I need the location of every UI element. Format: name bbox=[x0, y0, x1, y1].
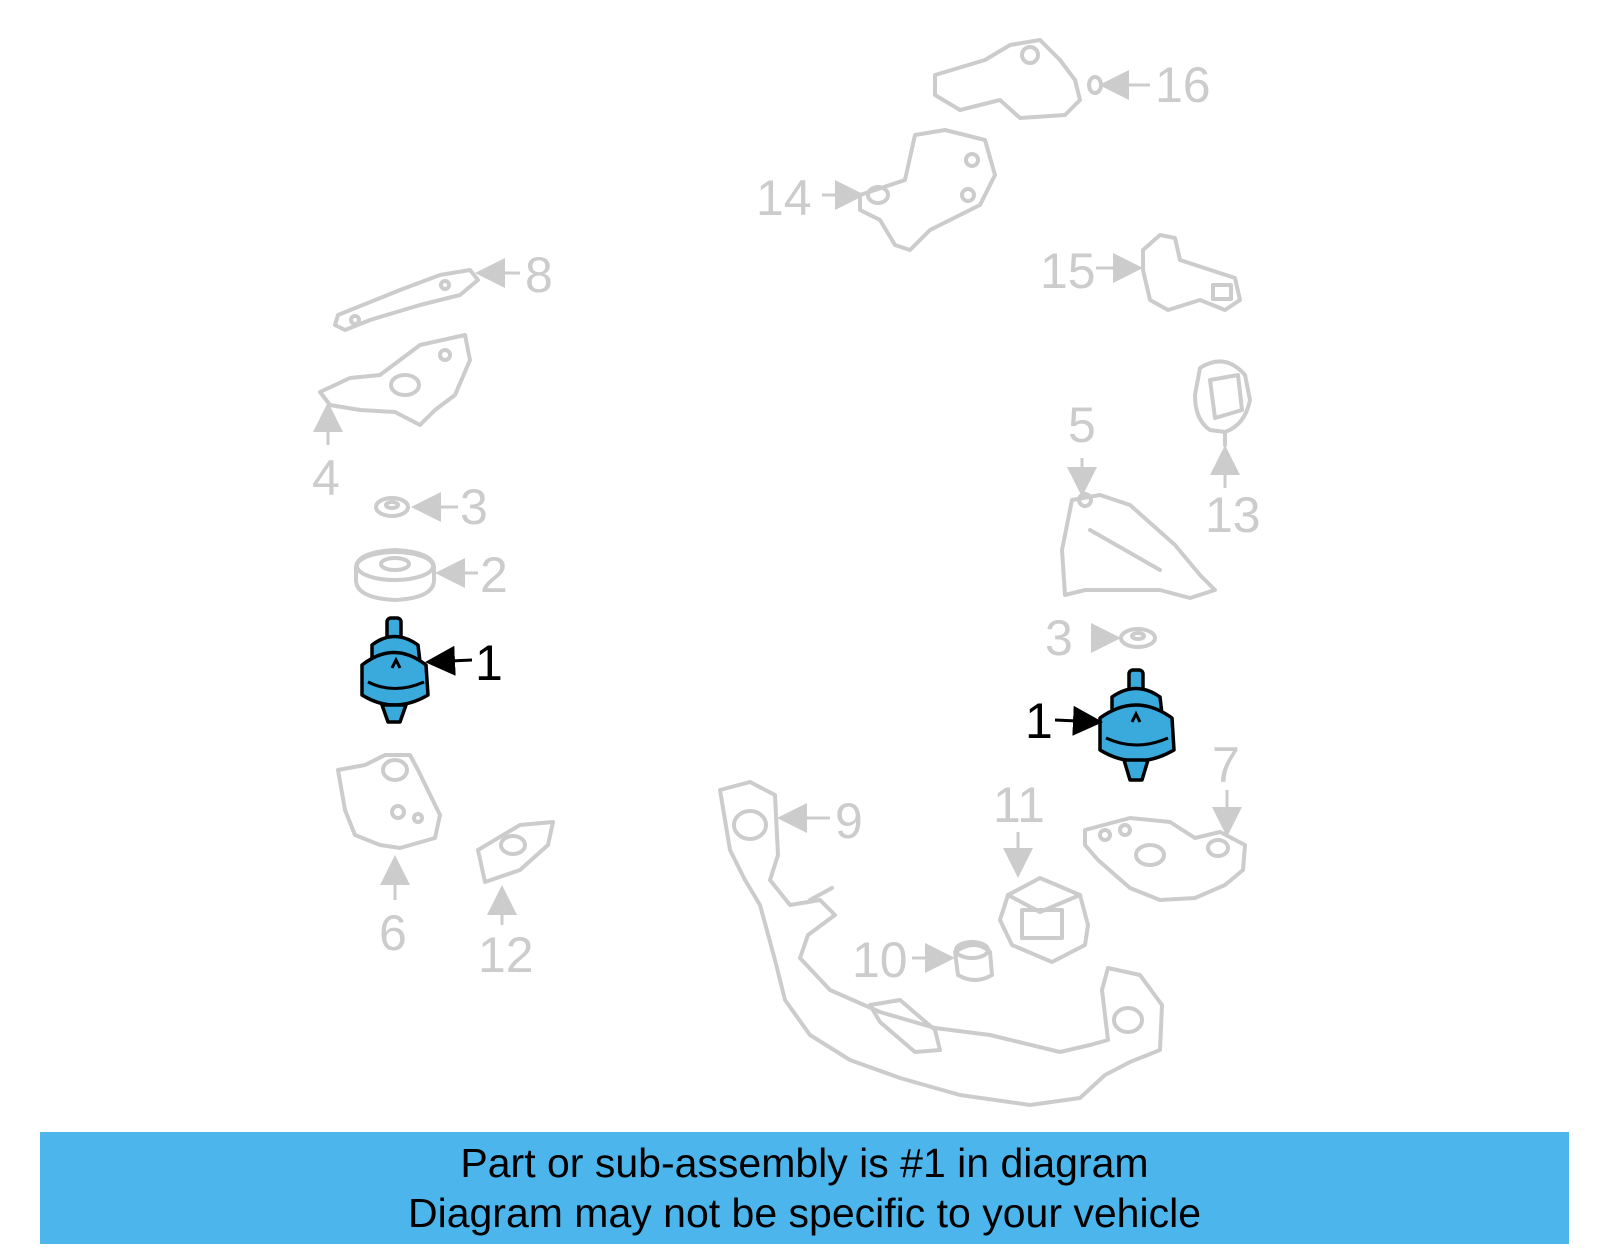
callout-14: 14 bbox=[756, 170, 812, 226]
part-13-mount bbox=[1193, 359, 1252, 447]
callout-6: 6 bbox=[379, 905, 407, 961]
part-8-bracket bbox=[333, 268, 480, 332]
part-3-washer-left bbox=[374, 496, 410, 518]
part-1-engine-mount-right bbox=[1098, 668, 1176, 782]
part-9-crossmember bbox=[718, 780, 1164, 1107]
callout-8: 8 bbox=[525, 247, 553, 303]
callout-16: 16 bbox=[1155, 57, 1211, 113]
arrow-1-left bbox=[425, 645, 473, 676]
parts-diagram: 16 14 15 13 8 4 3 bbox=[312, 38, 1261, 1107]
callout-4: 4 bbox=[312, 450, 340, 506]
callout-5: 5 bbox=[1068, 397, 1096, 453]
arrow-1-right bbox=[1054, 705, 1103, 736]
part-11-mount bbox=[998, 876, 1090, 964]
part-2-insulator bbox=[354, 548, 436, 602]
info-banner: Part or sub-assembly is #1 in diagram Di… bbox=[40, 1132, 1569, 1244]
banner-line-1: Part or sub-assembly is #1 in diagram bbox=[460, 1140, 1149, 1186]
callout-10: 10 bbox=[852, 932, 908, 988]
callout-3-right: 3 bbox=[1045, 610, 1073, 666]
callout-7: 7 bbox=[1212, 737, 1240, 793]
part-12-bracket bbox=[476, 820, 555, 884]
part-10-bushing bbox=[953, 940, 994, 982]
part-3-washer-right bbox=[1119, 627, 1157, 649]
callout-1-right: 1 bbox=[1025, 693, 1053, 749]
callout-15: 15 bbox=[1040, 243, 1096, 299]
callout-3-left: 3 bbox=[460, 479, 488, 535]
part-16-bracket bbox=[933, 38, 1103, 120]
part-14-bracket bbox=[858, 128, 997, 252]
part-4-bracket bbox=[318, 333, 472, 427]
callout-9: 9 bbox=[835, 793, 863, 849]
banner-line-2: Diagram may not be specific to your vehi… bbox=[407, 1190, 1201, 1236]
part-15-bracket bbox=[1141, 233, 1242, 312]
callout-2: 2 bbox=[480, 547, 508, 603]
part-5-bracket bbox=[1060, 492, 1217, 600]
part-6-bracket bbox=[336, 753, 442, 850]
callout-12: 12 bbox=[478, 927, 534, 983]
callout-11: 11 bbox=[993, 777, 1045, 833]
callout-1-left: 1 bbox=[475, 635, 503, 691]
callout-13: 13 bbox=[1205, 487, 1261, 543]
part-1-engine-mount-left bbox=[360, 616, 430, 724]
part-7-bracket bbox=[1083, 816, 1247, 902]
